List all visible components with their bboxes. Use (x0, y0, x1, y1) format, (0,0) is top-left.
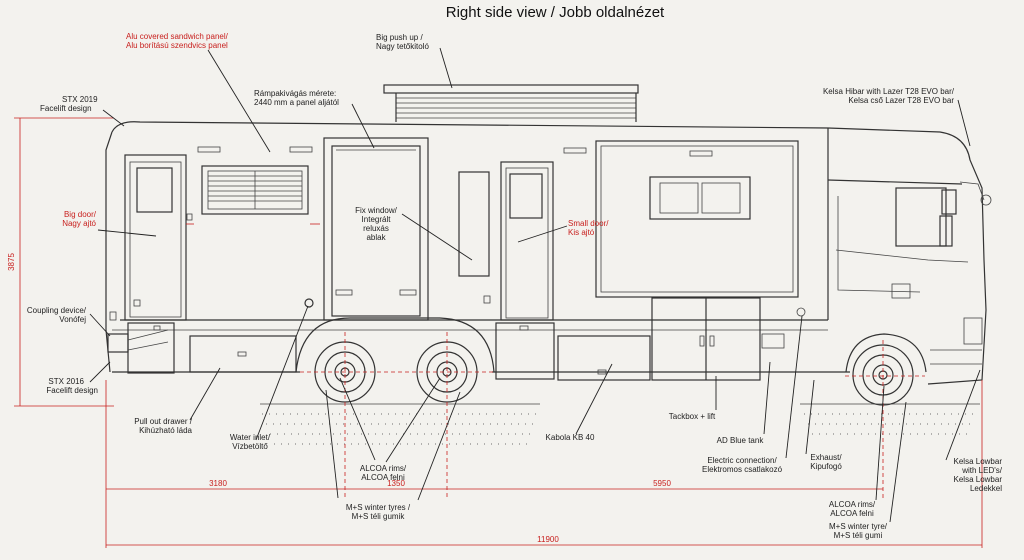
label-alu-panel-hu: Alu borítású szendvics panel (126, 41, 228, 50)
label-electric-en: Electric connection/ (707, 456, 777, 465)
label-exhaust-en: Exhaust/ (810, 453, 842, 462)
label-ramp-1: Rámpakivágás mérete: (254, 89, 336, 98)
label-stx2016-1: STX 2016 (48, 377, 84, 386)
slide-out-box (595, 140, 799, 298)
callout-labels: Alu covered sandwich panel/ Alu borítású… (27, 32, 1003, 540)
label-ms-front-en: M+S winter tyre/ (829, 522, 888, 531)
label-small-door-hu: Kis ajtó (568, 228, 595, 237)
label-coupling-en: Coupling device/ (27, 306, 87, 315)
dim-total-length: 11900 (537, 535, 559, 544)
label-water-hu: Vízbetöltő (232, 442, 268, 451)
label-kelsa-hibar-hu: Kelsa cső Lazer T28 EVO bar (848, 96, 954, 105)
label-small-door-en: Small door/ (568, 219, 609, 228)
label-alcoa-rear-en: ALCOA rims/ (360, 464, 407, 473)
leader-lines (89, 47, 981, 523)
dim-height: 3875 (7, 253, 16, 271)
roof-push-up (383, 84, 639, 122)
label-adblue: AD Blue tank (717, 436, 765, 445)
label-big-door-en: Big door/ (64, 210, 97, 219)
dim-wheelbase: 5950 (653, 479, 671, 488)
ground-hatching (260, 403, 980, 445)
label-fix-window-1: Fix window/ (355, 206, 398, 215)
label-water-en: Water inlet/ (230, 433, 271, 442)
roof-vents (197, 146, 713, 157)
louvre-window (201, 165, 309, 215)
small-door (483, 161, 554, 321)
label-fix-window-3: reluxás (363, 224, 389, 233)
coupling-device (107, 311, 169, 353)
label-push-up-hu: Nagy tetőkitoló (376, 42, 429, 51)
truck-cab (827, 127, 992, 385)
label-kabola: Kabola KB 40 (546, 433, 595, 442)
dimension-labels: 3875 3180 1350 5950 11900 (7, 253, 671, 544)
big-door (124, 154, 193, 321)
page-title: Right side view / Jobb oldalnézet (446, 4, 665, 21)
label-lowbar-2: with LED's/ (961, 466, 1003, 475)
label-alcoa-rear-hu: ALCOA felni (361, 473, 405, 482)
label-lowbar-4: Ledekkel (970, 484, 1002, 493)
truck-body (105, 121, 850, 373)
label-stx2019-1: STX 2019 (62, 95, 98, 104)
label-tackbox: Tackbox + lift (669, 412, 716, 421)
label-big-door-hu: Nagy ajtó (62, 219, 96, 228)
dim-axle-spacing: 1350 (387, 479, 405, 488)
label-drawer-en: Pull out drawer / (134, 417, 193, 426)
label-alu-panel-en: Alu covered sandwich panel/ (126, 32, 229, 41)
label-electric-hu: Elektromos csatlakozó (702, 465, 783, 474)
label-exhaust-hu: Kipufogó (810, 462, 842, 471)
dim-rear-overhang: 3180 (209, 479, 227, 488)
label-coupling-hu: Vonófej (59, 315, 86, 324)
label-push-up-en: Big push up / (376, 33, 423, 42)
label-kelsa-hibar-en: Kelsa Hibar with Lazer T28 EVO bar/ (823, 87, 955, 96)
label-fix-window-2: Integrált (362, 215, 392, 224)
label-alcoa-front-en: ALCOA rims/ (829, 500, 876, 509)
label-ms-front-hu: M+S téli gumi (834, 531, 883, 540)
label-ms-rear-hu: M+S téli gumik (352, 512, 406, 521)
label-lowbar-3: Kelsa Lowbar (954, 475, 1003, 484)
label-lowbar-1: Kelsa Lowbar (954, 457, 1003, 466)
label-drawer-hu: Kihúzható láda (139, 426, 192, 435)
label-fix-window-4: ablak (366, 233, 386, 242)
label-stx2016-2: Facelift design (46, 386, 98, 395)
label-stx2019-2: Facelift design (40, 104, 92, 113)
label-alcoa-front-hu: ALCOA felni (830, 509, 874, 518)
dimension-guides (14, 117, 983, 548)
label-ramp-2: 2440 mm a panel aljától (254, 98, 339, 107)
label-ms-rear-en: M+S winter tyres / (346, 503, 411, 512)
fix-window (458, 171, 490, 277)
tackbox-doors (651, 297, 761, 381)
ramp-door (323, 137, 429, 321)
